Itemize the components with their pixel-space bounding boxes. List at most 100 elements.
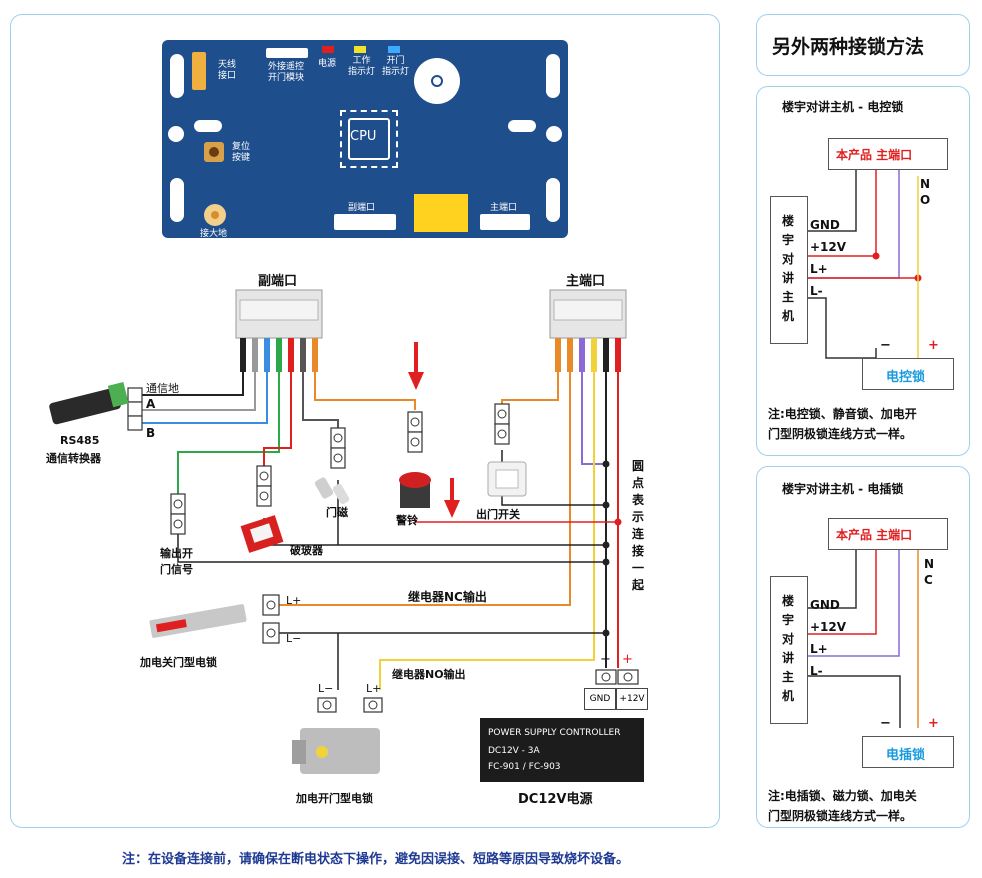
red-arrows bbox=[408, 342, 460, 518]
card1-lock: 电控锁 bbox=[886, 370, 926, 385]
dot-note-label: 圆 点 表 示 连 接 一 起 bbox=[632, 459, 645, 592]
card1-host-box bbox=[770, 196, 808, 344]
board-main-port bbox=[480, 214, 530, 230]
board-sub-port bbox=[334, 214, 396, 230]
card2-diagram bbox=[808, 548, 919, 728]
open-lock-l-plus: L+ bbox=[366, 682, 382, 695]
card2-product-box bbox=[828, 518, 948, 550]
footer-note: 注：在设备连接前，请确保在断电状态下操作，避免因误接、短路等原因导致烧坏设备。 bbox=[122, 852, 630, 867]
output-signal-label: 输出开 门信号 bbox=[160, 547, 193, 576]
card1-contact: N O bbox=[920, 177, 931, 207]
card1-minus: − bbox=[880, 338, 891, 353]
close-lock-l-plus: L+ bbox=[286, 594, 302, 607]
cpu-label: CPU bbox=[350, 129, 377, 144]
card2-gnd: GND bbox=[810, 598, 840, 612]
card2-host-box bbox=[770, 576, 808, 724]
antenna-header bbox=[192, 52, 206, 90]
card2-12v: +12V bbox=[810, 620, 847, 634]
reset-button-cap bbox=[209, 147, 219, 157]
buzzer-center bbox=[431, 75, 443, 87]
close-lock-l-minus: L− bbox=[286, 632, 302, 645]
mount-slot bbox=[546, 54, 560, 98]
relay-nc-label: 继电器NC输出 bbox=[408, 590, 487, 604]
card2-l-plus: L+ bbox=[810, 642, 828, 656]
card1-title: 楼宇对讲主机 - 电控锁 bbox=[782, 100, 904, 114]
alarm-power-wire bbox=[414, 518, 618, 523]
mount-slot bbox=[170, 54, 184, 98]
exit-switch-label: 出门开关 bbox=[476, 508, 520, 521]
psu-line2: DC12V - 3A bbox=[488, 746, 540, 756]
work-led bbox=[354, 46, 366, 53]
reset-label: 复位 按键 bbox=[232, 142, 251, 163]
open-led-label: 开门 指示灯 bbox=[382, 56, 410, 77]
close-lock-label: 加电关门型电锁 bbox=[140, 656, 217, 669]
mount-hole bbox=[546, 126, 562, 142]
card2-note: 注:电插锁、磁力锁、加电关 门型阴极锁连线方式一样。 bbox=[768, 789, 917, 823]
wiring-diagram bbox=[49, 289, 639, 774]
card2-product-port: 本产品 主端口 bbox=[836, 528, 913, 542]
comm-ground-label: 通信地 bbox=[146, 382, 179, 395]
cpu-chip bbox=[340, 110, 398, 168]
board-sub-port-label: 副端口 bbox=[348, 203, 376, 213]
antenna-label: 天线 接口 bbox=[218, 60, 237, 81]
main-port-wire-stubs bbox=[555, 338, 621, 372]
psu-box: POWER SUPPLY CONTROLLER DC12V - 3A FC-90… bbox=[480, 718, 644, 782]
mount-hole bbox=[168, 126, 184, 142]
work-led-label: 工作 指示灯 bbox=[348, 56, 376, 77]
open-lock-label: 加电开门型电锁 bbox=[296, 792, 373, 805]
card1-plus: + bbox=[928, 338, 939, 353]
card1-l-minus: L- bbox=[810, 284, 823, 298]
card1-l-plus: L+ bbox=[810, 262, 828, 276]
exit-switch-device bbox=[487, 461, 527, 497]
card2-minus: − bbox=[880, 716, 891, 731]
card2-lock: 电插锁 bbox=[886, 748, 926, 763]
mount-slot bbox=[194, 120, 222, 132]
mount-slot bbox=[508, 120, 536, 132]
psu-plus: + bbox=[622, 652, 633, 667]
controller-board: 天线 接口 外接遥控 开门模块 电源 工作 指示灯 开门 指示灯 CPU 复位 … bbox=[162, 40, 568, 239]
main-port-wires bbox=[268, 340, 619, 690]
card2-lock-box bbox=[862, 736, 954, 768]
remote-label: 外接遥控 开门模块 bbox=[268, 62, 305, 83]
relay-block bbox=[414, 194, 468, 232]
card1-diagram bbox=[808, 166, 922, 359]
board-main-port-label: 主端口 bbox=[490, 203, 518, 213]
sub-port-title: 副端口 bbox=[258, 274, 298, 289]
card1-host-label: 楼 宇 对 讲 主 机 bbox=[782, 214, 795, 323]
relay-no-label: 继电器NO输出 bbox=[392, 668, 466, 681]
card1-note: 注:电控锁、静音锁、加电开 门型阴极锁连线方式一样。 bbox=[768, 407, 917, 441]
terminal-blocks bbox=[127, 387, 639, 713]
sub-port-wire-stubs bbox=[240, 338, 318, 372]
rs485-label: RS485 bbox=[60, 434, 100, 447]
mount-slot bbox=[170, 178, 184, 222]
glass-breaker-device bbox=[240, 515, 284, 553]
breaker-label: 破玻器 bbox=[290, 544, 323, 557]
side-title-box bbox=[756, 14, 970, 76]
card1-product-box bbox=[828, 138, 948, 170]
card1-12v: +12V bbox=[810, 240, 847, 254]
psu-12v-box: +12V bbox=[616, 688, 648, 710]
alarm-bell-device bbox=[399, 472, 431, 508]
ground-terminal-center bbox=[211, 211, 219, 219]
psu-minus: − bbox=[600, 652, 611, 667]
connection-dots bbox=[602, 460, 622, 637]
card2-plus: + bbox=[928, 716, 939, 731]
a-label: A bbox=[146, 397, 156, 411]
card1-gnd: GND bbox=[810, 218, 840, 232]
psu-gnd-box: GND bbox=[584, 688, 616, 710]
side-title: 另外两种接锁方法 bbox=[772, 36, 925, 58]
ground-bus bbox=[177, 450, 606, 690]
cpu-core bbox=[348, 118, 390, 160]
card2-title: 楼宇对讲主机 - 电插锁 bbox=[782, 482, 904, 496]
power-led-label: 电源 bbox=[318, 59, 337, 69]
rs485-sub-label: 通信转换器 bbox=[46, 452, 101, 465]
power-led bbox=[322, 46, 334, 53]
close-type-lock-device bbox=[149, 604, 247, 638]
card1-lock-box bbox=[862, 358, 954, 390]
open-led bbox=[388, 46, 400, 53]
main-port-connector bbox=[549, 289, 627, 339]
open-lock-l-minus: L− bbox=[318, 682, 334, 695]
psu-line1: POWER SUPPLY CONTROLLER bbox=[488, 728, 621, 738]
mount-slot bbox=[546, 178, 560, 222]
card2-l-minus: L- bbox=[810, 664, 823, 678]
